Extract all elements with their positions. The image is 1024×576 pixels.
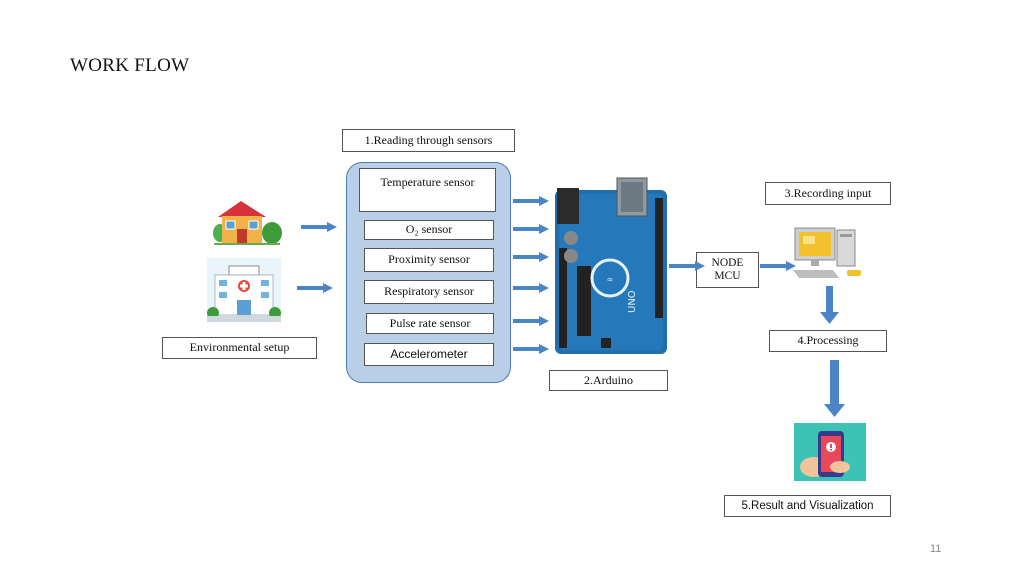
step-recording-label: 3.Recording input <box>765 182 891 205</box>
arrow-sensor6-to-arduino <box>513 344 549 354</box>
environmental-setup-label: Environmental setup <box>162 337 317 359</box>
arrow-sensor5-to-arduino <box>513 316 549 326</box>
computer-icon <box>793 227 861 278</box>
step-reading-label: 1.Reading through sensors <box>342 129 515 152</box>
phone-alert-icon <box>794 423 866 481</box>
sensor-o2: O₂ sensor <box>364 220 494 240</box>
sensor-proximity: Proximity sensor <box>364 248 494 272</box>
svg-text:∞: ∞ <box>607 275 614 284</box>
arrow-sensor2-to-arduino <box>513 224 549 234</box>
node-mcu-line1: NODE <box>711 256 744 269</box>
arrow-house-to-sensors <box>301 222 337 232</box>
arrow-processing-to-result <box>824 360 845 417</box>
page-number: 11 <box>930 543 942 555</box>
step-result-label: 5.Result and Visualization <box>724 495 891 517</box>
step-arduino-label: 2.Arduino <box>549 370 668 391</box>
sensor-accelerometer: Accelerometer <box>364 343 494 366</box>
slide-title: WORK FLOW <box>70 55 190 76</box>
arduino-board-icon: ∞ UNO <box>555 177 667 354</box>
hospital-icon <box>207 258 281 322</box>
arrow-sensor4-to-arduino <box>513 283 549 293</box>
svg-text:UNO: UNO <box>627 290 638 313</box>
node-mcu-box: NODE MCU <box>696 252 759 288</box>
arrow-sensor1-to-arduino <box>513 196 549 206</box>
arrow-nodemcu-to-computer <box>760 261 796 271</box>
node-mcu-line2: MCU <box>714 270 741 282</box>
sensor-respiratory: Respiratory sensor <box>364 280 494 304</box>
step-processing-label: 4.Processing <box>769 330 887 352</box>
arrow-sensor3-to-arduino <box>513 252 549 262</box>
house-icon <box>213 201 282 245</box>
arrow-computer-to-processing <box>820 286 839 324</box>
arrow-hospital-to-sensors <box>297 283 333 293</box>
sensor-temperature: Temperature sensor <box>359 168 496 212</box>
sensor-pulse-rate: Pulse rate sensor <box>366 313 494 334</box>
